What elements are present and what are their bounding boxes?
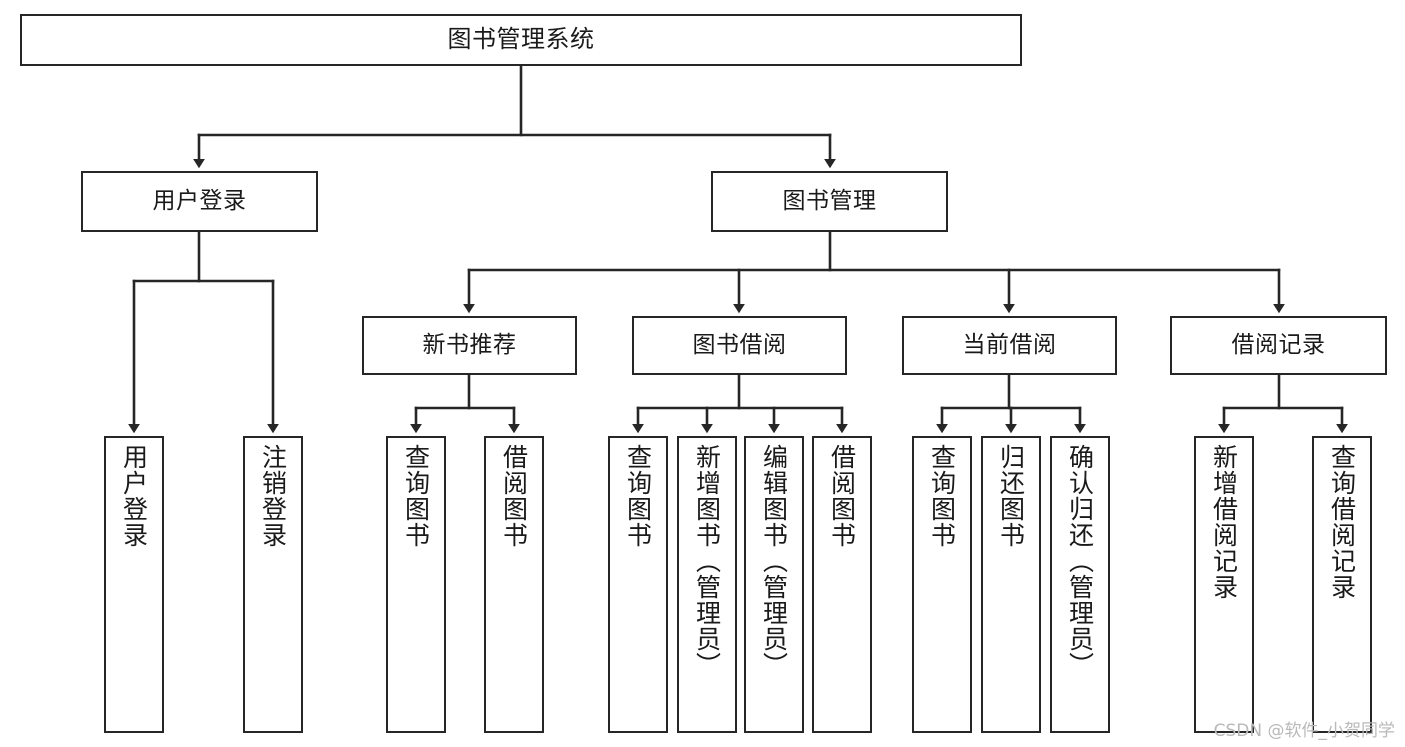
node-leaf-confirm-return[interactable]: 确认归还（管理员） [1050, 436, 1110, 733]
node-root[interactable]: 图书管理系统 [20, 14, 1022, 66]
node-leaf-query-book-rec[interactable]: 查询图书 [386, 436, 446, 733]
node-leaf-logout[interactable]: 注销登录 [243, 436, 303, 733]
node-leaf-borrow-book-label: 借阅图书 [827, 444, 857, 548]
node-leaf-query-book-borrow-label: 查询图书 [623, 444, 653, 548]
node-leaf-query-book-rec-label: 查询图书 [401, 444, 431, 548]
node-leaf-logout-label: 注销登录 [258, 444, 288, 548]
node-leaf-borrow-book-rec-label: 借阅图书 [499, 444, 529, 548]
node-root-label: 图书管理系统 [447, 25, 595, 54]
node-current-borrow[interactable]: 当前借阅 [902, 316, 1117, 375]
node-leaf-edit-book[interactable]: 编辑图书（管理员） [744, 436, 804, 733]
node-leaf-query-record-label: 查询借阅记录 [1327, 444, 1357, 600]
node-leaf-add-book-label: 新增图书（管理员） [692, 444, 722, 678]
node-leaf-user-login[interactable]: 用户登录 [104, 436, 164, 733]
node-user-login-label: 用户登录 [152, 188, 247, 215]
node-new-book-rec[interactable]: 新书推荐 [362, 316, 577, 375]
node-leaf-return-book-label: 归还图书 [996, 444, 1026, 548]
node-new-book-rec-label: 新书推荐 [422, 332, 517, 359]
node-leaf-add-record[interactable]: 新增借阅记录 [1194, 436, 1254, 733]
node-book-manage[interactable]: 图书管理 [711, 171, 948, 232]
node-borrow-record[interactable]: 借阅记录 [1170, 316, 1387, 375]
node-leaf-borrow-book[interactable]: 借阅图书 [812, 436, 872, 733]
node-leaf-query-book-cur-label: 查询图书 [927, 444, 957, 548]
csdn-watermark: CSDN @软件_小贺同学 [1213, 721, 1395, 741]
node-user-login[interactable]: 用户登录 [81, 171, 318, 232]
node-leaf-return-book[interactable]: 归还图书 [981, 436, 1041, 733]
node-leaf-query-record[interactable]: 查询借阅记录 [1312, 436, 1372, 733]
node-book-borrow-label: 图书借阅 [692, 332, 787, 359]
node-borrow-record-label: 借阅记录 [1231, 332, 1326, 359]
node-leaf-add-book[interactable]: 新增图书（管理员） [677, 436, 737, 733]
node-book-borrow[interactable]: 图书借阅 [632, 316, 847, 375]
node-leaf-confirm-return-label: 确认归还（管理员） [1065, 444, 1095, 678]
node-leaf-user-login-label: 用户登录 [119, 444, 149, 548]
node-leaf-query-book-cur[interactable]: 查询图书 [912, 436, 972, 733]
node-leaf-edit-book-label: 编辑图书（管理员） [759, 444, 789, 678]
node-leaf-add-record-label: 新增借阅记录 [1209, 444, 1239, 600]
node-current-borrow-label: 当前借阅 [962, 332, 1057, 359]
node-leaf-borrow-book-rec[interactable]: 借阅图书 [484, 436, 544, 733]
node-book-manage-label: 图书管理 [782, 188, 877, 215]
node-leaf-query-book-borrow[interactable]: 查询图书 [608, 436, 668, 733]
